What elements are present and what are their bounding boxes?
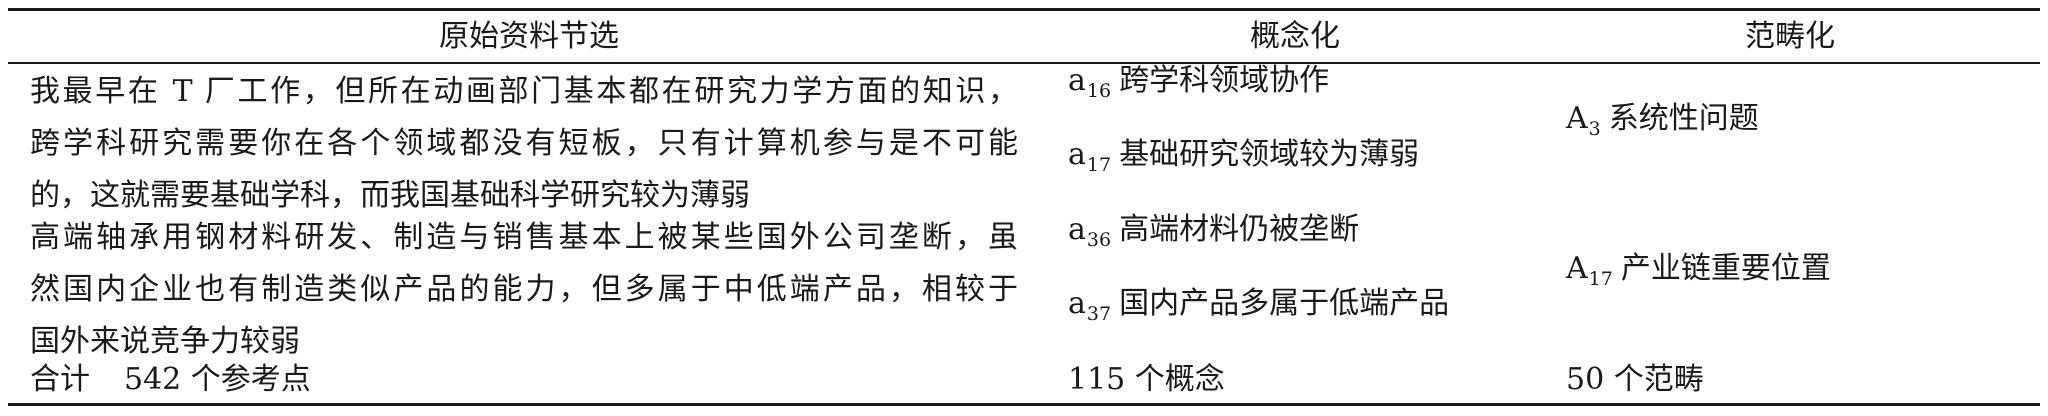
table-top-rule bbox=[8, 8, 2040, 11]
category-text: 系统性问题 bbox=[1608, 101, 1759, 136]
total-refs: 542 个参考点 bbox=[124, 362, 311, 397]
category-code-sub: 17 bbox=[1588, 268, 1613, 290]
source-line: 然国内企业也有制造类似产品的能力，但多属于中低端产品，相较于 bbox=[30, 272, 1018, 307]
concept-code-sub: 17 bbox=[1086, 154, 1112, 176]
table-bottom-rule bbox=[8, 403, 2040, 406]
category-code: A bbox=[1566, 101, 1588, 136]
source-line: 跨学科研究需要你在各个领域都没有短板，只有计算机参与是不可能 bbox=[30, 126, 1018, 161]
concept-text: 高端材料仍被垄断 bbox=[1119, 212, 1360, 247]
total-categories: 50 个范畴 bbox=[1566, 362, 1704, 397]
concept-code-sub: 37 bbox=[1086, 303, 1112, 325]
total-row-source: 合计 542 个参考点 bbox=[30, 359, 311, 401]
concept-text: 国内产品多属于低端产品 bbox=[1119, 286, 1450, 321]
category-code: A bbox=[1566, 251, 1588, 286]
concept-code: a bbox=[1068, 63, 1086, 98]
concept-code: a bbox=[1068, 137, 1086, 172]
category-text: 产业链重要位置 bbox=[1620, 251, 1831, 286]
source-excerpt-2: 高端轴承用钢材料研发、制造与销售基本上被某些国外公司垄断，虽 然国内企业也有制造… bbox=[30, 212, 1040, 368]
header-concept: 概念化 bbox=[1250, 19, 1340, 54]
concept-code-sub: 16 bbox=[1086, 80, 1112, 102]
source-line: 我最早在 T 厂工作，但所在动画部门基本都在研究力学方面的知识， bbox=[30, 74, 1018, 109]
concept-item: a37 国内产品多属于低端产品 bbox=[1068, 283, 1449, 335]
source-line: 高端轴承用钢材料研发、制造与销售基本上被某些国外公司垄断，虽 bbox=[30, 220, 1018, 255]
category-item: A17 产业链重要位置 bbox=[1566, 248, 1831, 300]
concept-item: a36 高端材料仍被垄断 bbox=[1068, 209, 1359, 261]
concept-item: a17 基础研究领域较为薄弱 bbox=[1068, 134, 1419, 186]
concept-text: 跨学科领域协作 bbox=[1119, 63, 1330, 98]
concept-code: a bbox=[1068, 286, 1086, 321]
category-code-sub: 3 bbox=[1588, 118, 1601, 140]
concept-item: a16 跨学科领域协作 bbox=[1068, 60, 1329, 112]
header-category: 范畴化 bbox=[1745, 19, 1835, 54]
concept-code: a bbox=[1068, 212, 1086, 247]
concept-text: 基础研究领域较为薄弱 bbox=[1119, 137, 1420, 172]
total-concepts: 115 个概念 bbox=[1068, 362, 1225, 397]
source-excerpt-1: 我最早在 T 厂工作，但所在动画部门基本都在研究力学方面的知识， 跨学科研究需要… bbox=[30, 66, 1040, 222]
concept-code-sub: 36 bbox=[1086, 229, 1112, 251]
category-item: A3 系统性问题 bbox=[1566, 98, 1759, 150]
table-header-rule bbox=[8, 62, 2040, 64]
source-line: 的，这就需要基础学科，而我国基础科学研究较为薄弱 bbox=[30, 178, 750, 213]
header-source: 原始资料节选 bbox=[439, 19, 619, 54]
source-line: 国外来说竞争力较弱 bbox=[30, 324, 300, 359]
total-label: 合计 bbox=[30, 362, 90, 397]
